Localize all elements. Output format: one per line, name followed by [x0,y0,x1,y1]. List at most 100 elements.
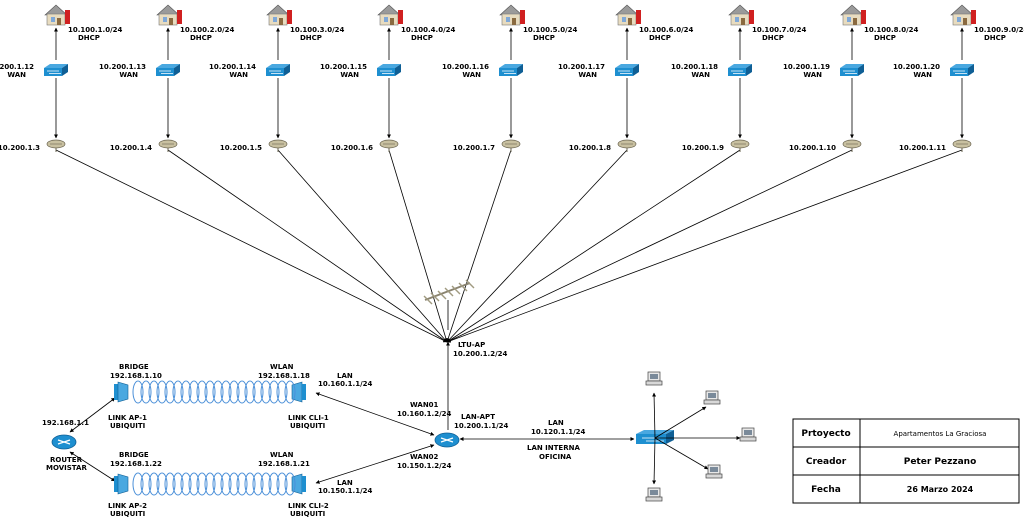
site-antenna-ip: 10.200.1.6 [331,144,373,152]
wan01-ip: 10.160.1.2/24 [397,410,451,418]
site-antenna-ip: 10.200.1.10 [789,144,836,152]
movistar-ap2-link [69,451,116,482]
desktop-pc-icon [739,427,757,442]
fan-link [388,149,448,343]
site-antenna-ip: 10.200.1.8 [569,144,611,152]
switch-icon [728,64,752,76]
link1-cli-brand: UBIQUITI [290,422,325,430]
switch-icon [266,64,290,76]
link-2 [114,472,306,496]
office-lan-label: LAN [548,419,564,427]
house-icon [266,4,292,26]
site-wan: WAN [691,71,710,79]
site-wan: WAN [913,71,932,79]
link2-ap-name: LINK AP-2 [108,502,147,510]
desktop-pc-icon [703,390,721,405]
site-mode: DHCP [411,34,433,42]
site-net: 10.100.1.0/24 [68,26,122,34]
link1-ap-brand: UBIQUITI [110,422,145,430]
ap-antenna-icon [114,381,129,403]
link2-bridge-label: BRIDGE [119,451,149,459]
ltu-ap-antenna-icon [423,279,475,330]
fan-link [446,149,628,343]
desktop-pc-icon [645,487,663,502]
site-ip: 10.200.1.14 [209,63,256,71]
project-label: Prtoyecto [801,429,850,439]
lan-apt-ip: 10.200.1.1/24 [454,422,508,430]
date-label: Fecha [811,485,841,495]
site-net: 10.100.5.0/24 [523,26,577,34]
sites-layer: 10.100.1.0/24DHCP10.200.1.12WAN10.200.1.… [0,4,1024,152]
site-net: 10.100.3.0/24 [290,26,344,34]
site-antenna-ip: 10.200.1.5 [220,144,262,152]
creator-value: Peter Pezzano [904,457,977,467]
desktop-pc-icon [705,464,723,479]
switch-icon [44,64,68,76]
switch-icon [840,64,864,76]
site-net: 10.100.4.0/24 [401,26,455,34]
link2-ap-brand: UBIQUITI [110,510,145,518]
office-pc-link [652,392,657,439]
house-icon [156,4,182,26]
switch-icon [499,64,523,76]
date-value: 26 Marzo 2024 [907,485,974,494]
site-ip: 10.200.1.13 [99,63,146,71]
site-wan: WAN [119,71,138,79]
dish-antenna-icon [268,139,288,152]
dish-antenna-icon [842,139,862,152]
office-pc-link [654,406,707,439]
wan02-link [315,444,435,484]
dish-antenna-icon [158,139,178,152]
link-1 [114,380,306,404]
ltu-ap-name: LTU-AP [458,341,485,349]
site-mode: DHCP [533,34,555,42]
site-antenna-ip: 10.200.1.9 [682,144,724,152]
switch-icon [950,64,974,76]
site-mode: DHCP [874,34,896,42]
fan-link [446,149,512,343]
site-antenna-ip: 10.200.1.7 [453,144,495,152]
site-8: 10.100.8.0/24DHCP10.200.1.19WAN10.200.1.… [783,4,918,152]
link1-lan-label: LAN [337,372,353,380]
site-wan: WAN [803,71,822,79]
dish-antenna-icon [501,139,521,152]
site-ip: 10.200.1.18 [671,63,718,71]
wan01-link [315,392,435,436]
fan-link [446,149,741,343]
site-wan: WAN [578,71,597,79]
site-ip: 10.200.1.20 [893,63,940,71]
switch-icon [156,64,180,76]
site-antenna-ip: 10.200.1.3 [0,144,40,152]
router-movistar-ip: 192.168.1.1 [42,419,89,427]
link1-wlan-label: WLAN [270,363,294,371]
site-antenna-ip: 10.200.1.11 [899,144,946,152]
fan-link [277,149,448,343]
office-desc-2: OFICINA [539,453,572,461]
site-mode: DHCP [984,34,1006,42]
link2-lan-label: LAN [337,479,353,487]
house-icon [840,4,866,26]
office-pcs [645,371,757,502]
site-ip: 10.200.1.17 [558,63,605,71]
site-5: 10.100.5.0/24DHCP10.200.1.16WAN10.200.1.… [442,4,577,152]
dish-antenna-icon [730,139,750,152]
site-mode: DHCP [78,34,100,42]
fan-link [55,149,448,343]
link1-cli-name: LINK CLI-1 [288,414,329,422]
site-wan: WAN [340,71,359,79]
site-ip: 10.200.1.16 [442,63,489,71]
ltu-fan-links [55,149,963,343]
wireless-wave [132,472,296,496]
site-mode: DHCP [649,34,671,42]
site-wan: WAN [7,71,26,79]
site-mode: DHCP [762,34,784,42]
link2-cli-brand: UBIQUITI [290,510,325,518]
site-net: 10.100.9.0/24 [974,26,1024,34]
site-ip: 10.200.1.12 [0,63,34,71]
site-net: 10.100.2.0/24 [180,26,234,34]
switch-icon [377,64,401,76]
link1-wlan-ip: 192.168.1.18 [258,372,310,380]
site-net: 10.100.8.0/24 [864,26,918,34]
